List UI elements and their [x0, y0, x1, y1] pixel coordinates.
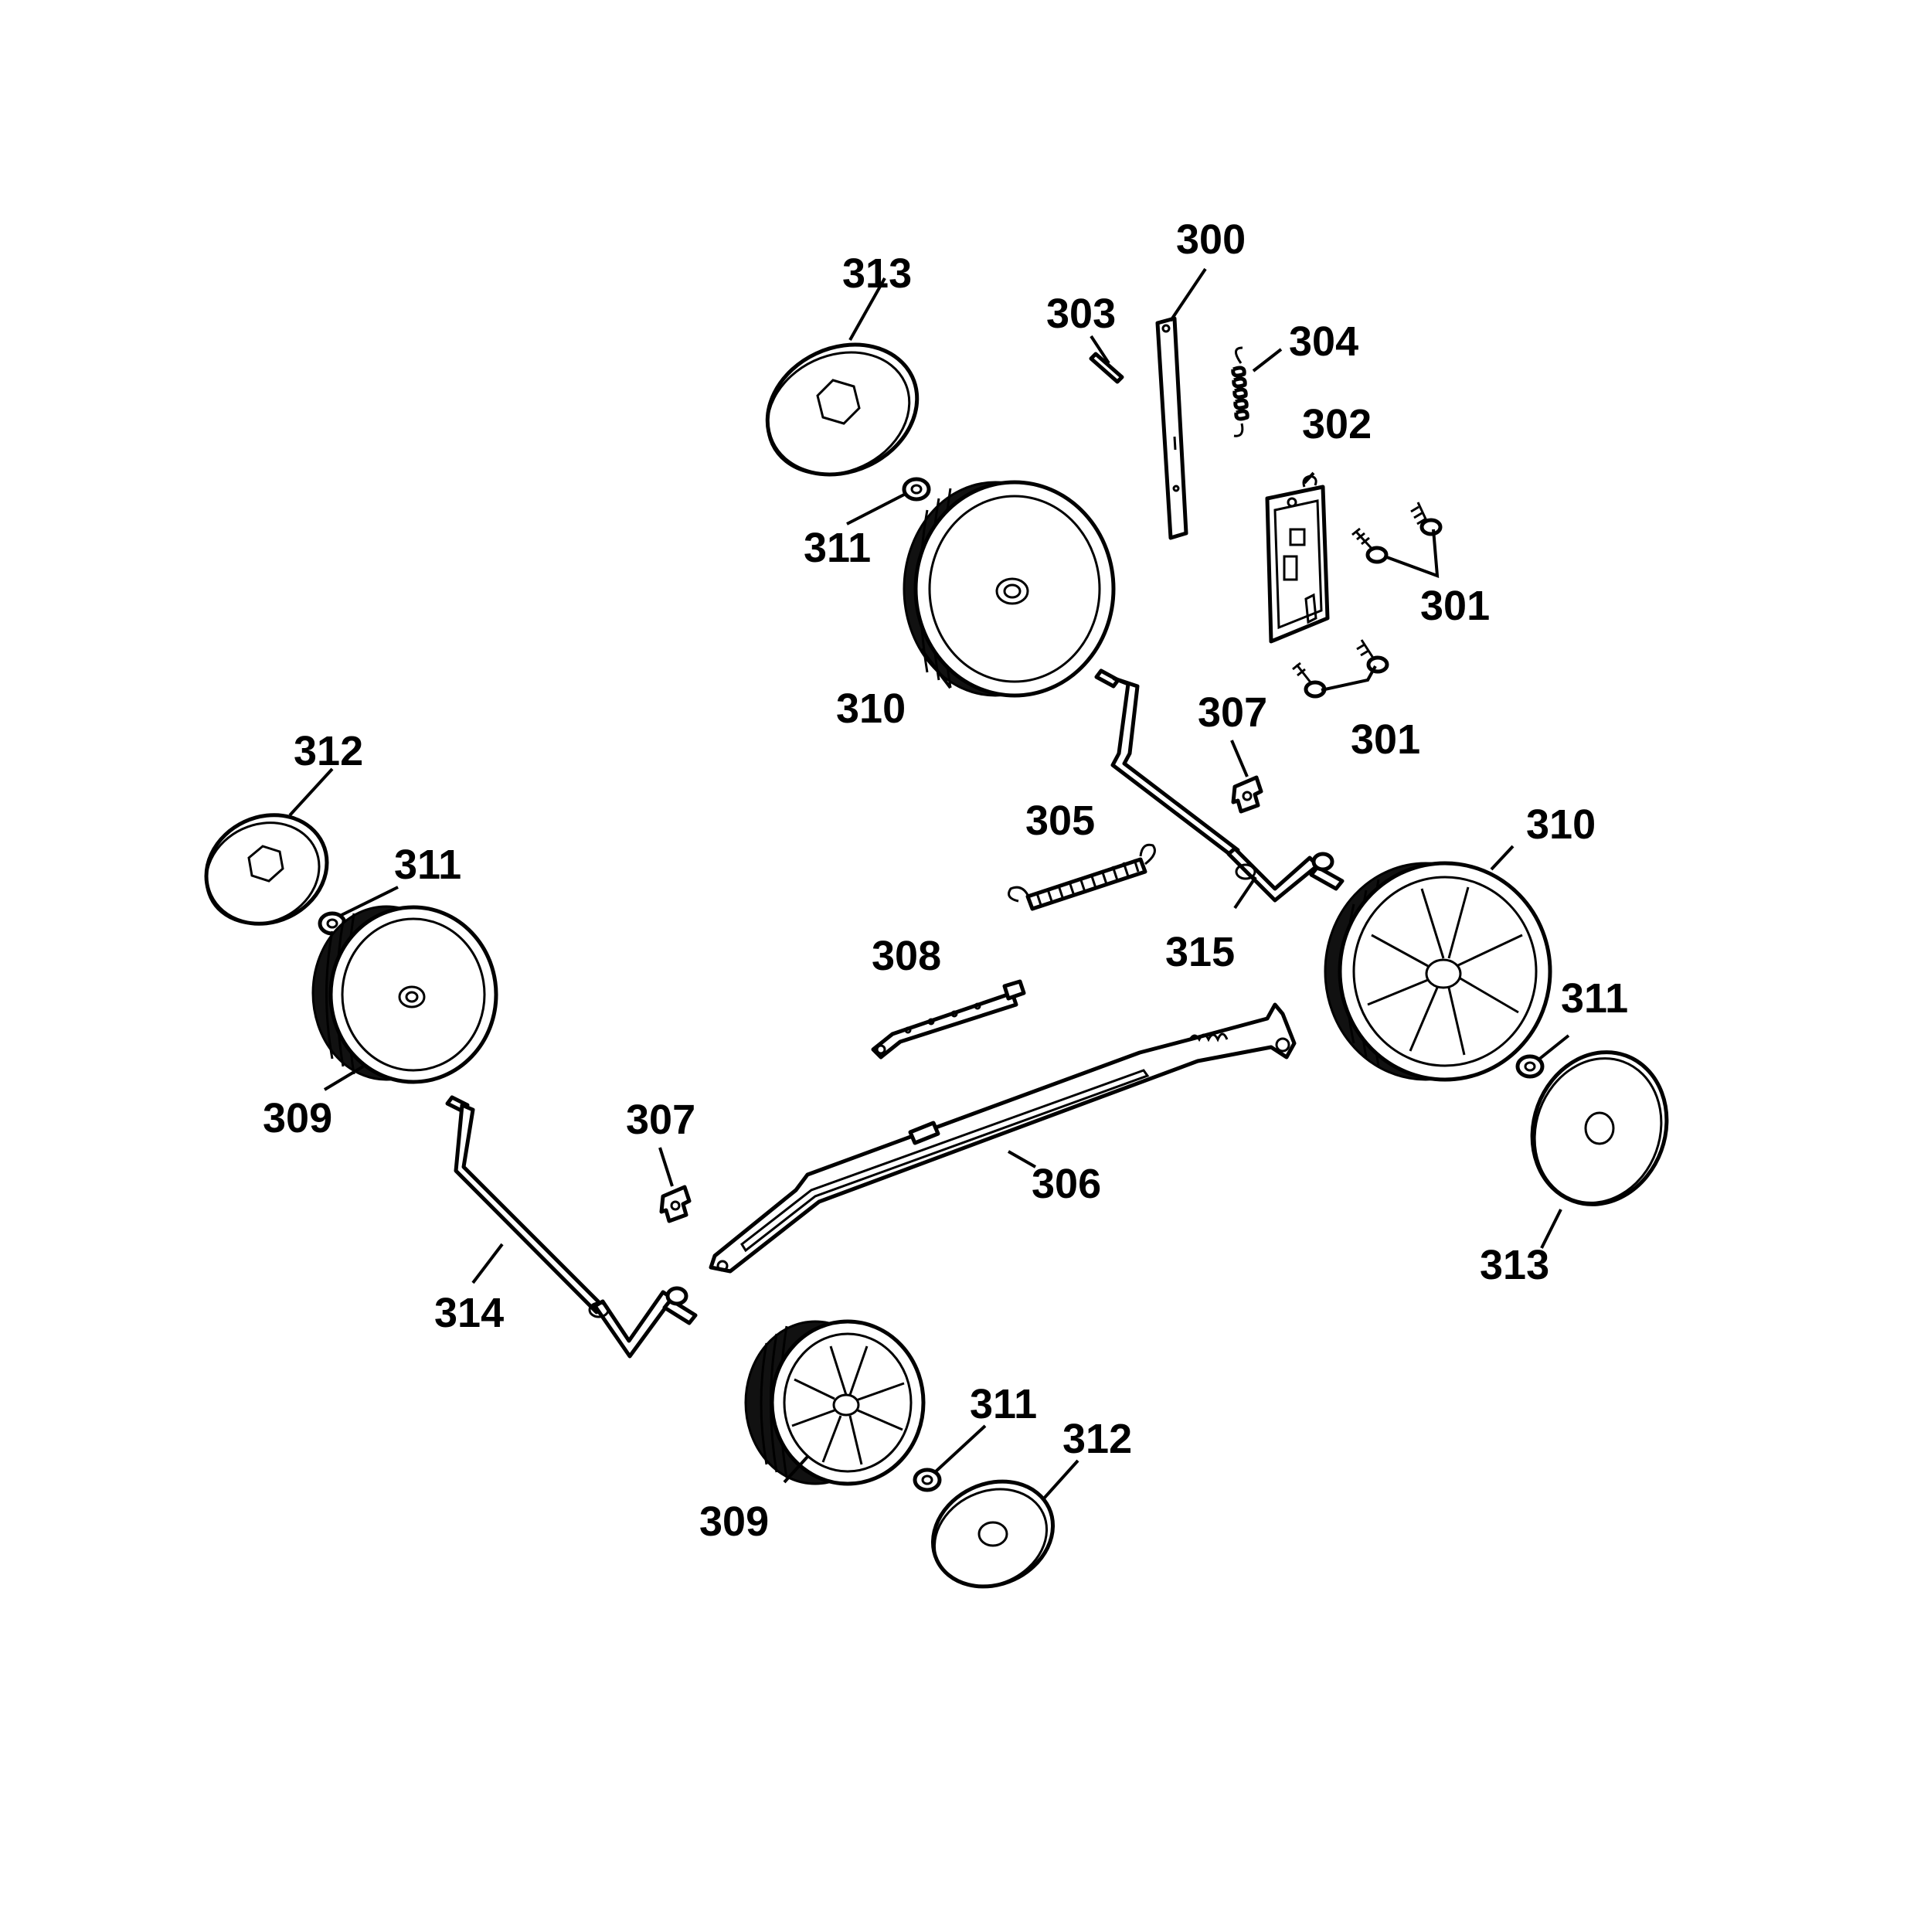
label-313-right: 313: [1480, 1242, 1549, 1288]
plate-302: [1265, 474, 1330, 644]
spring-305: [1008, 843, 1156, 911]
label-308: 308: [872, 933, 941, 979]
label-310-right: 310: [1526, 801, 1596, 848]
wheel-310-right: [1324, 861, 1552, 1082]
nut-311-bottom: [913, 1468, 942, 1492]
screws-301-upper: [1351, 502, 1443, 564]
nut-311-right: [1515, 1054, 1545, 1079]
label-309-left: 309: [263, 1095, 332, 1141]
label-307-lower: 307: [626, 1097, 695, 1143]
label-311-right: 311: [1561, 975, 1628, 1022]
label-312-left: 312: [294, 728, 363, 774]
label-304: 304: [1289, 318, 1358, 365]
spring-304: [1231, 346, 1249, 437]
lever-306: [709, 1002, 1297, 1274]
wheel-310-top: [903, 480, 1116, 698]
hubcap-313-right: [1530, 1050, 1669, 1206]
label-302: 302: [1302, 401, 1372, 447]
label-306: 306: [1032, 1161, 1101, 1207]
hubcap-313-top: [765, 342, 920, 477]
clip-307-lower: [659, 1185, 692, 1223]
leader-lines: [288, 267, 1570, 1501]
label-313-top: 313: [842, 250, 912, 297]
clip-307-upper: [1231, 775, 1263, 814]
label-301-upper: 301: [1420, 583, 1490, 629]
label-311-left: 311: [394, 842, 461, 888]
label-310-top: 310: [836, 685, 906, 732]
rack-308: [871, 979, 1026, 1060]
hubcap-312-bottom: [930, 1479, 1056, 1589]
label-309-bottom: 309: [699, 1498, 769, 1545]
pin-303: [1089, 352, 1124, 384]
label-307-upper: 307: [1198, 689, 1267, 736]
label-303: 303: [1046, 291, 1116, 337]
nut-311-top: [902, 477, 931, 502]
hubcap-312-left: [204, 813, 329, 926]
bar-300: [1155, 316, 1188, 540]
wheel-309-left: [311, 905, 498, 1084]
label-301-lower: 301: [1351, 716, 1420, 763]
axle-315: [1094, 668, 1345, 903]
part-labels: 300 301 301 302 303 304 305 306 307 307 …: [263, 216, 1628, 1545]
axle-314: [445, 1095, 698, 1359]
label-300: 300: [1176, 216, 1246, 263]
label-312-bottom: 312: [1062, 1416, 1132, 1462]
label-315: 315: [1165, 929, 1235, 975]
label-311-top: 311: [804, 525, 871, 571]
wheel-309-bottom: [744, 1319, 926, 1486]
label-305: 305: [1025, 798, 1095, 844]
screws-301-lower: [1292, 639, 1389, 699]
label-311-bottom: 311: [970, 1381, 1037, 1427]
label-314: 314: [434, 1290, 504, 1336]
